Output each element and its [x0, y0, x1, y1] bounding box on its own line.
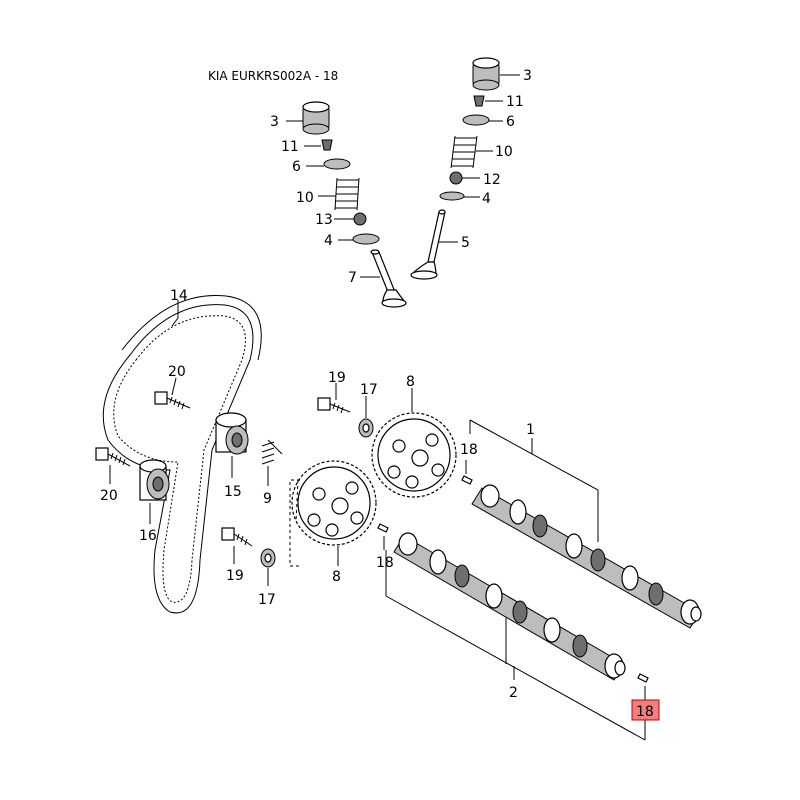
label-6-left: 6: [292, 159, 301, 175]
woodruff-key-upper: [461, 475, 473, 485]
timing-belt: [102, 294, 262, 614]
tappet-right: [472, 57, 500, 91]
label-12: 12: [483, 172, 501, 188]
tensioner-pulley: [215, 412, 249, 455]
washer-17-upper: [358, 418, 374, 438]
label-17-lower: 17: [258, 592, 276, 608]
label-19-upper: 19: [328, 370, 346, 386]
tappet-left: [302, 101, 330, 135]
label-3-left: 3: [270, 114, 279, 130]
valve-keeper-right: [473, 95, 485, 107]
bolt-19-lower: [221, 527, 253, 547]
label-8-upper: 8: [406, 374, 415, 390]
spring-seat-right: [439, 191, 465, 201]
idler-pulley: [139, 459, 170, 501]
camshaft-1: [471, 484, 702, 629]
washer-17-lower: [260, 548, 276, 568]
label-6-right: 6: [506, 114, 515, 130]
label-5: 5: [461, 235, 470, 251]
label-20-upper: 20: [168, 364, 186, 380]
valve-seal-13: [353, 212, 367, 226]
bolt-19-upper: [317, 397, 351, 414]
label-10-right: 10: [495, 144, 513, 160]
spring-seat-left: [352, 233, 380, 245]
label-10-left: 10: [296, 190, 314, 206]
intake-valve: [410, 209, 446, 280]
bolt-20-lower: [95, 447, 131, 467]
cam-sprocket-upper: [371, 412, 457, 498]
label-11-right: 11: [506, 94, 524, 110]
label-9: 9: [263, 491, 272, 507]
camshaft-2: [393, 532, 626, 681]
label-18-upper: 18: [460, 442, 478, 458]
label-16: 16: [139, 528, 157, 544]
label-13: 13: [315, 212, 333, 228]
label-19-lower: 19: [226, 568, 244, 584]
woodruff-key-lower: [377, 523, 389, 533]
highlighted-part-callout[interactable]: [631, 699, 660, 721]
diagram-title: KIA EURKRS002A - 18: [208, 69, 338, 83]
cam-sprocket-lower: [291, 460, 377, 546]
bolt-20-upper: [154, 391, 191, 410]
label-20-lower: 20: [100, 488, 118, 504]
label-17-upper: 17: [360, 382, 378, 398]
alignment-dash-mid: [295, 479, 299, 523]
valve-assembly-left: 3 11 6 10 13 4 7: [270, 101, 407, 308]
label-15: 15: [224, 484, 242, 500]
exhaust-valve: [370, 249, 407, 308]
label-18-highlighted[interactable]: 18: [636, 704, 654, 720]
label-4-right: 4: [482, 191, 491, 207]
label-4-left: 4: [324, 233, 333, 249]
valve-spring-left: [334, 177, 360, 211]
label-11-left: 11: [281, 139, 299, 155]
valve-spring-right: [450, 135, 478, 169]
label-2: 2: [509, 685, 518, 701]
label-1: 1: [526, 422, 535, 438]
callout-1-bracket: [469, 419, 599, 542]
valve-assembly-right: 3 11 6 10 12 4 5: [410, 57, 532, 280]
spring-retainer-left: [323, 158, 351, 170]
label-8-lower: 8: [332, 569, 341, 585]
valve-stem-seal: [449, 171, 463, 185]
callout-2-bracket: [385, 550, 646, 741]
label-18-lower: 18: [376, 555, 394, 571]
label-7: 7: [348, 270, 357, 286]
valve-keeper-left: [321, 139, 333, 151]
label-3-right: 3: [523, 68, 532, 84]
label-14: 14: [170, 288, 188, 304]
spring-retainer-right: [462, 114, 490, 126]
tensioner-spring: [261, 439, 283, 465]
woodruff-key-end: [637, 673, 649, 683]
